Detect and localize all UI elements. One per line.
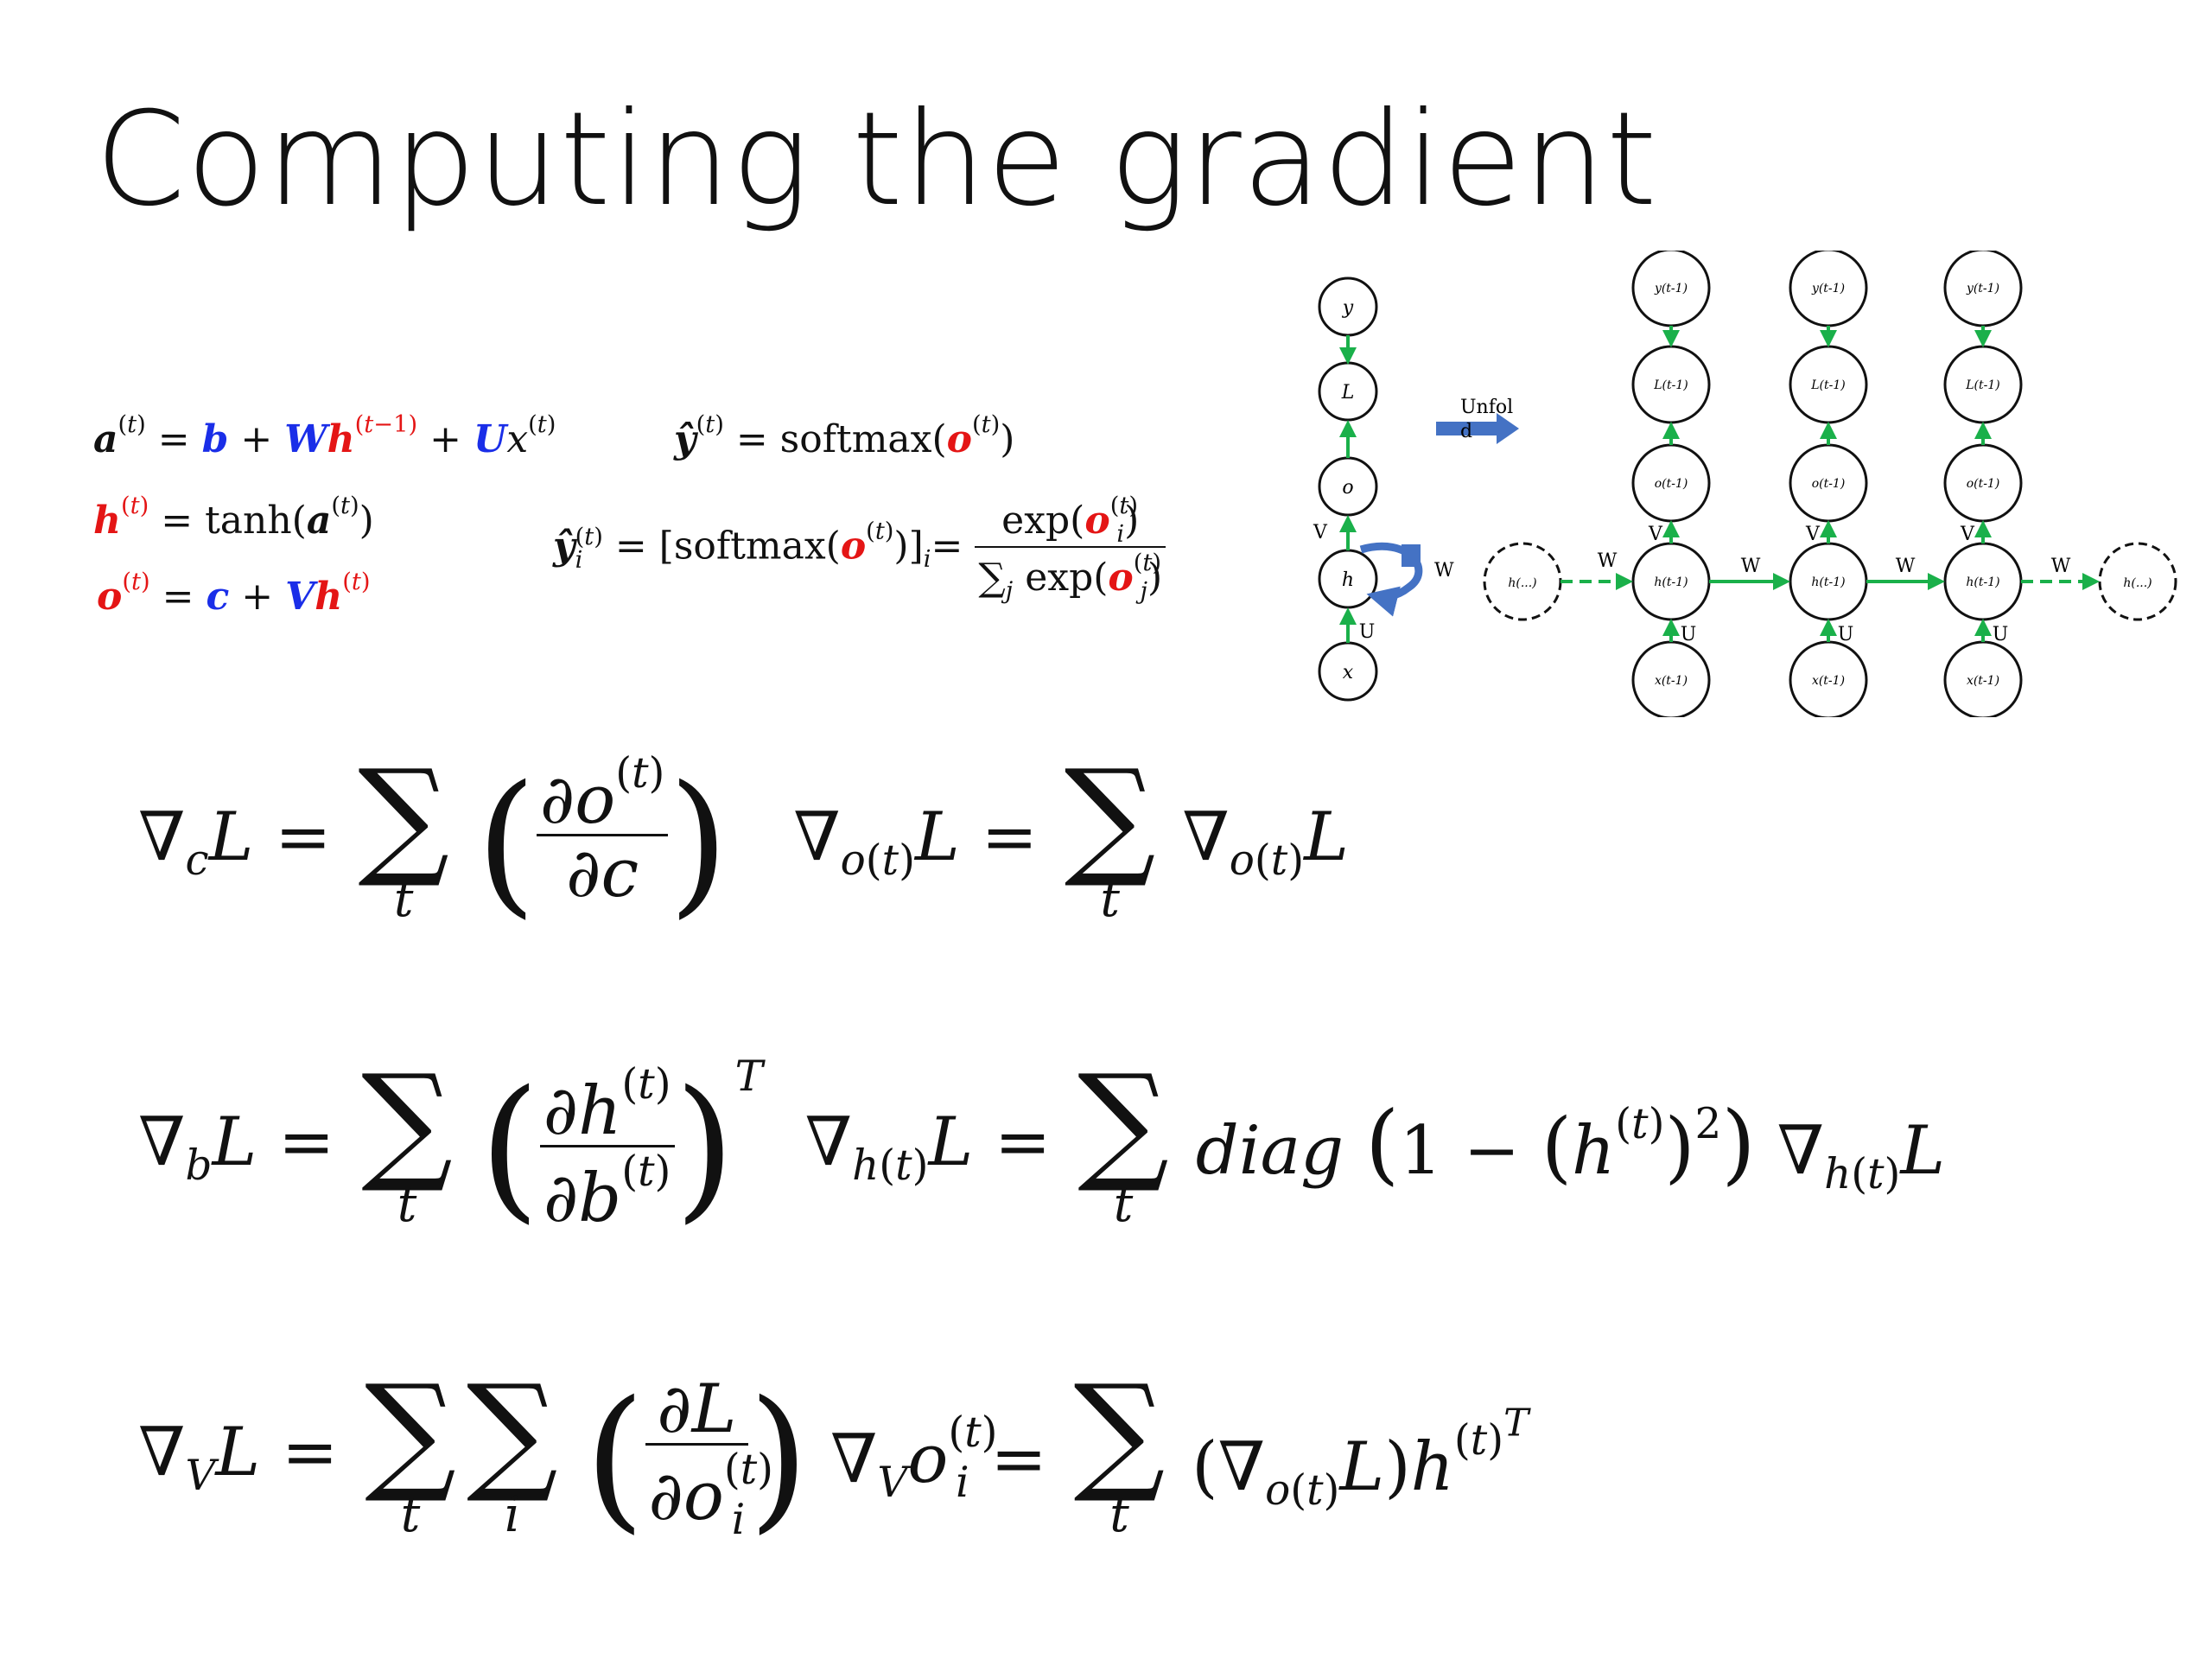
svg-text:h: h: [1342, 569, 1354, 591]
unrolled-column-3: y(t-1) L(t-1) o(t-1) h(t-1) x(t-1) V U: [1943, 251, 2023, 717]
svg-text:x(t-1): x(t-1): [1655, 674, 1688, 688]
svg-text:o(t-1): o(t-1): [1812, 477, 1846, 491]
svg-text:y: y: [1342, 297, 1354, 319]
svg-text:V: V: [1648, 524, 1663, 545]
svg-text:h(t-1): h(t-1): [1654, 575, 1688, 589]
equation-o: o(t) = c + Vh(t): [97, 569, 371, 620]
equation-a: a(t) = b + Wh(t−1) + Ux(t): [93, 411, 556, 462]
svg-text:h(...): h(...): [1508, 576, 1536, 590]
svg-text:y(t-1): y(t-1): [1966, 282, 1999, 296]
equation-h: h(t) = tanh(a(t)): [93, 493, 374, 543]
svg-text:V: V: [1313, 522, 1328, 543]
svg-text:x(t-1): x(t-1): [1812, 674, 1845, 688]
svg-text:x: x: [1343, 662, 1354, 683]
slide-title: Computing the gradient: [95, 85, 1658, 235]
node-x: x: [1318, 641, 1378, 702]
svg-text:y(t-1): y(t-1): [1811, 282, 1845, 296]
equation-grad-V: ∇VL = ∑t∑i (∂L∂o(t)i) ∇Vo(t)i = ∑t (∇o(t…: [138, 1357, 1529, 1548]
svg-text:L(t-1): L(t-1): [1965, 378, 1999, 392]
unrolled-column-2: y(t-1) L(t-1) o(t-1) h(t-1) x(t-1) V U: [1789, 251, 1868, 717]
svg-text:L(t-1): L(t-1): [1810, 378, 1845, 392]
unrolled-column-1: y(t-1) L(t-1) o(t-1) h(t-1) x(t-1) V U: [1631, 251, 1711, 717]
node-h-left: h(...): [1483, 542, 1562, 621]
svg-text:U: U: [1681, 624, 1697, 645]
svg-text:h(...): h(...): [2123, 576, 2152, 590]
svg-text:o: o: [1342, 477, 1353, 499]
rnn-diagram: y L o h x V U W Unfol d h(...) h(...) y(…: [1313, 251, 2177, 717]
svg-text:o(t-1): o(t-1): [1967, 477, 2000, 491]
node-y: y: [1318, 276, 1378, 337]
svg-text:W: W: [2051, 556, 2071, 577]
svg-text:L: L: [1341, 382, 1355, 404]
recurrent-loop: [1359, 542, 1423, 617]
equation-y-hat: ŷ(t) = softmax(o(t)): [674, 411, 1015, 462]
node-h-right: h(...): [2098, 542, 2177, 621]
svg-text:V: V: [1805, 524, 1821, 545]
equation-grad-c: ∇cL = ∑t (∂o(t)∂c) ∇o(t)L = ∑t ∇o(t)L: [138, 741, 1349, 933]
svg-text:U: U: [1838, 624, 1854, 645]
unfold-arrow: Unfol d: [1436, 397, 1519, 444]
unrolled-rnn: h(...) h(...) y(t-1) L(t-1) o(t-1) h(t-1…: [1483, 251, 2177, 717]
svg-text:o(t-1): o(t-1): [1655, 477, 1688, 491]
node-L: L: [1318, 361, 1378, 422]
svg-text:y(t-1): y(t-1): [1654, 282, 1688, 296]
node-o: o: [1318, 456, 1378, 517]
svg-text:V: V: [1960, 524, 1975, 545]
svg-text:W: W: [1598, 550, 1618, 572]
svg-text:Unfol: Unfol: [1460, 397, 1513, 418]
equation-softmax: ŷ(t)i = [softmax(o(t))]i= exp(o(t)i)∑j e…: [553, 494, 1166, 603]
svg-text:L(t-1): L(t-1): [1653, 378, 1688, 392]
svg-text:W: W: [1896, 556, 1916, 577]
svg-text:U: U: [1359, 621, 1376, 643]
equation-grad-b: ∇bL = ∑t (∂h(t)∂b(t))T ∇h(t)L = ∑t diag …: [138, 1046, 1946, 1238]
folded-rnn: y L o h x V U W: [1313, 276, 1454, 702]
svg-text:d: d: [1460, 421, 1472, 442]
svg-text:h(t-1): h(t-1): [1811, 575, 1845, 589]
svg-text:x(t-1): x(t-1): [1967, 674, 1999, 688]
svg-text:W: W: [1434, 560, 1454, 582]
node-h: h: [1318, 549, 1378, 609]
svg-text:h(t-1): h(t-1): [1966, 575, 1999, 589]
svg-text:U: U: [1993, 624, 2009, 645]
svg-text:W: W: [1741, 556, 1761, 577]
